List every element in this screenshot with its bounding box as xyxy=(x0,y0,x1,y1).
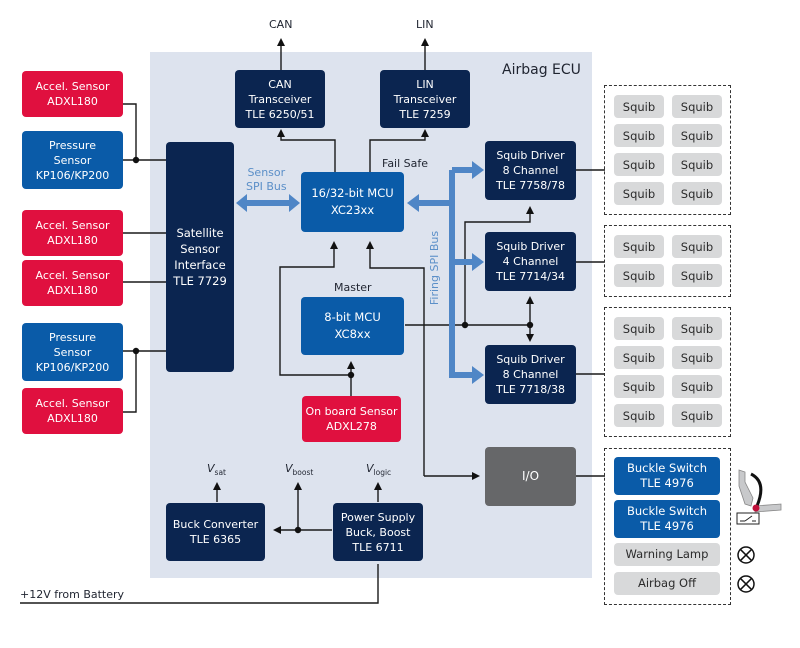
airbag-off: Airbag Off xyxy=(614,572,720,595)
buckle-switch-2: Buckle Switch TLE 4976 xyxy=(614,500,720,538)
squib-driver-4ch: Squib Driver 4 Channel TLE 7714/34 xyxy=(485,232,576,291)
squib-group-3 xyxy=(604,307,731,437)
squib-driver-8ch-1: Squib Driver 8 Channel TLE 7758/78 xyxy=(485,141,576,200)
onboard-sensor: On board Sensor ADXL278 xyxy=(302,396,401,442)
seatbelt-buckle-icon xyxy=(736,469,782,525)
squib-3-8: Squib xyxy=(672,404,722,427)
io-block: I/O xyxy=(485,447,576,506)
accel-sensor-1: Accel. Sensor ADXL180 xyxy=(22,71,123,117)
accel-sensor-4: Accel. Sensor ADXL180 xyxy=(22,388,123,434)
buck-converter: Buck Converter TLE 6365 xyxy=(166,503,265,561)
wire-sensor-6 xyxy=(123,351,137,413)
fail-safe-label: Fail Safe xyxy=(382,157,429,170)
squib-group-1 xyxy=(604,85,731,215)
vsat-label: Vsat xyxy=(207,462,226,478)
squib-1-2: Squib xyxy=(672,95,722,118)
lin-transceiver: LIN Transceiver TLE 7259 xyxy=(380,70,470,128)
squib-3-4: Squib xyxy=(672,346,722,369)
accel-sensor-2: Accel. Sensor ADXL180 xyxy=(22,210,123,256)
squib-2-3: Squib xyxy=(614,264,664,287)
firing-spi-bus-label: Firing SPI Bus xyxy=(428,230,441,306)
master-mcu: 8-bit MCU XC8xx xyxy=(301,297,404,355)
main-mcu: 16/32-bit MCU XC23xx xyxy=(301,172,404,232)
junction xyxy=(132,347,140,355)
squib-3-3: Squib xyxy=(614,346,664,369)
squib-2-1: Squib xyxy=(614,235,664,258)
sensor-spi-bus-label: Sensor SPI Bus xyxy=(246,166,287,193)
satellite-sensor-interface: Satellite Sensor Interface TLE 7729 xyxy=(166,142,234,372)
squib-group-2 xyxy=(604,225,731,297)
squib-3-1: Squib xyxy=(614,317,664,340)
squib-3-7: Squib xyxy=(614,404,664,427)
vboost-label: Vboost xyxy=(285,462,314,478)
wire-sensor-1 xyxy=(123,103,137,160)
io-output-group xyxy=(604,448,731,605)
squib-1-1: Squib xyxy=(614,95,664,118)
warning-lamp: Warning Lamp xyxy=(614,543,720,566)
can-transceiver: CAN Transceiver TLE 6250/51 xyxy=(235,70,325,128)
pressure-sensor-2: Pressure Sensor KP106/KP200 xyxy=(22,323,123,381)
lamp-icon xyxy=(737,546,755,564)
pressure-sensor-1: Pressure Sensor KP106/KP200 xyxy=(22,131,123,189)
accel-sensor-3: Accel. Sensor ADXL180 xyxy=(22,260,123,306)
vlogic-label: Vlogic xyxy=(366,462,392,478)
power-supply: Power Supply Buck, Boost TLE 6711 xyxy=(333,503,423,561)
squib-3-6: Squib xyxy=(672,375,722,398)
squib-1-7: Squib xyxy=(614,182,664,205)
squib-1-3: Squib xyxy=(614,124,664,147)
squib-1-8: Squib xyxy=(672,182,722,205)
battery-label: +12V from Battery xyxy=(20,588,125,601)
master-label: Master xyxy=(334,281,372,294)
lamp-icon xyxy=(737,575,755,593)
buckle-switch-1: Buckle Switch TLE 4976 xyxy=(614,457,720,495)
squib-3-5: Squib xyxy=(614,375,664,398)
squib-1-5: Squib xyxy=(614,153,664,176)
can-bus-label: CAN xyxy=(269,18,293,31)
squib-1-4: Squib xyxy=(672,124,722,147)
squib-3-2: Squib xyxy=(672,317,722,340)
squib-2-4: Squib xyxy=(672,264,722,287)
squib-2-2: Squib xyxy=(672,235,722,258)
squib-driver-8ch-2: Squib Driver 8 Channel TLE 7718/38 xyxy=(485,345,576,404)
ecu-title: Airbag ECU xyxy=(502,62,581,78)
junction xyxy=(132,156,140,164)
lin-bus-label: LIN xyxy=(416,18,434,31)
squib-1-6: Squib xyxy=(672,153,722,176)
